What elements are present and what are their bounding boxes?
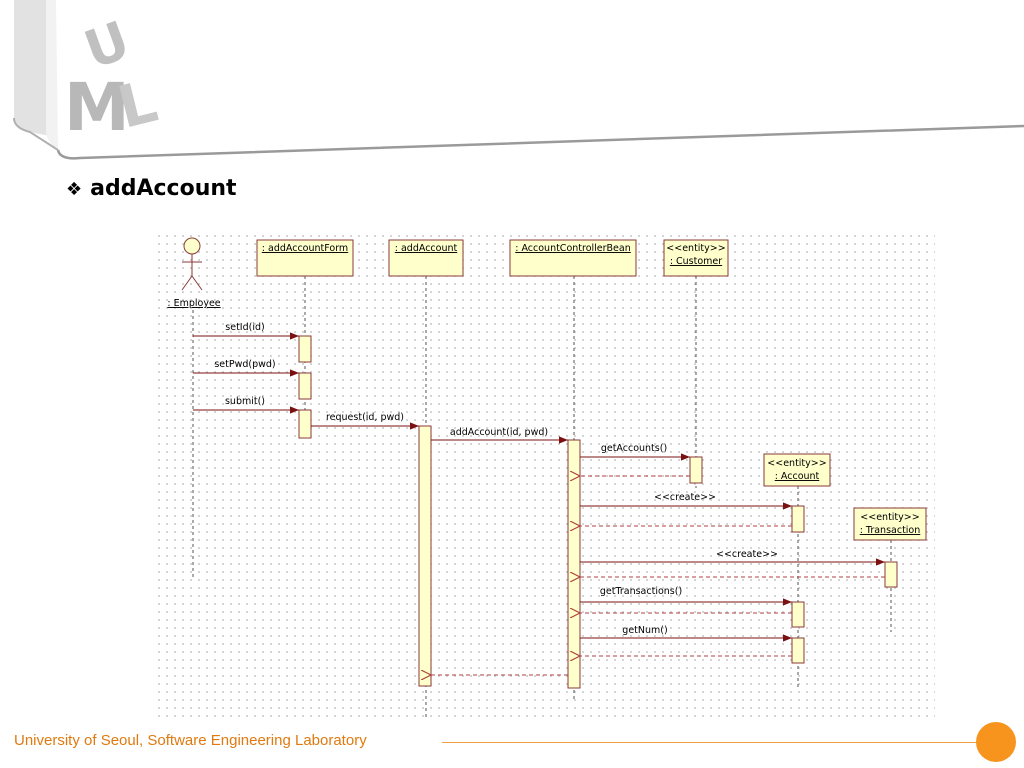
message-labels: setId(id) setPwd(pwd) submit() request(i… — [214, 322, 778, 636]
msg-getnum: getNum() — [622, 625, 667, 636]
actor-employee: : Employee — [167, 237, 221, 309]
svg-text:<<entity>>: <<entity>> — [860, 512, 919, 523]
sync-messages — [193, 332, 885, 642]
msg-request: request(id, pwd) — [326, 412, 404, 423]
msg-create-transaction: <<create>> — [716, 549, 778, 560]
svg-text:: Transaction: : Transaction — [860, 525, 921, 536]
msg-create-account: <<create>> — [654, 492, 716, 503]
svg-text:: Account: : Account — [775, 471, 820, 482]
msg-submit: submit() — [225, 396, 265, 407]
diamond-bullet-icon: ❖ — [66, 179, 83, 200]
object-addaccountform: : addAccountForm — [256, 239, 354, 277]
logo-letter-m: M — [64, 69, 130, 146]
object-transaction: <<entity>> : Transaction — [853, 507, 927, 541]
svg-text:: addAccount: : addAccount — [395, 243, 458, 254]
svg-text:: addAccountForm: : addAccountForm — [262, 243, 348, 254]
slide-title-text: addAccount — [90, 176, 237, 201]
object-customer: <<entity>> : Customer — [663, 239, 729, 277]
object-account: <<entity>> : Account — [763, 453, 831, 487]
orange-circle-icon — [976, 722, 1016, 762]
footer-text: University of Seoul, Software Engineerin… — [14, 732, 367, 749]
sequence-diagram: : Employee : addAccountForm : addAccount… — [155, 232, 935, 720]
svg-text:: AccountControllerBean: : AccountControllerBean — [515, 243, 631, 254]
msg-gettransactions: getTransactions() — [600, 586, 682, 597]
object-accountcontrollerbean: : AccountControllerBean — [509, 239, 637, 277]
svg-text:: Customer: : Customer — [670, 256, 722, 267]
slide-header: U M L — [13, 0, 1024, 160]
msg-getaccounts: getAccounts() — [601, 443, 667, 454]
activation-bars — [298, 335, 898, 689]
object-addaccount: : addAccount — [388, 239, 464, 277]
svg-text:<<entity>>: <<entity>> — [666, 243, 725, 254]
msg-setid: setId(id) — [225, 322, 264, 333]
slide-title: ❖ addAccount — [66, 176, 237, 201]
return-messages — [431, 476, 885, 675]
msg-setpwd: setPwd(pwd) — [214, 359, 275, 370]
svg-text:<<entity>>: <<entity>> — [767, 458, 826, 469]
msg-addaccount: addAccount(id, pwd) — [450, 427, 548, 438]
footer-divider — [442, 742, 982, 743]
lifelines — [192, 276, 892, 720]
actor-label: : Employee — [167, 298, 220, 309]
